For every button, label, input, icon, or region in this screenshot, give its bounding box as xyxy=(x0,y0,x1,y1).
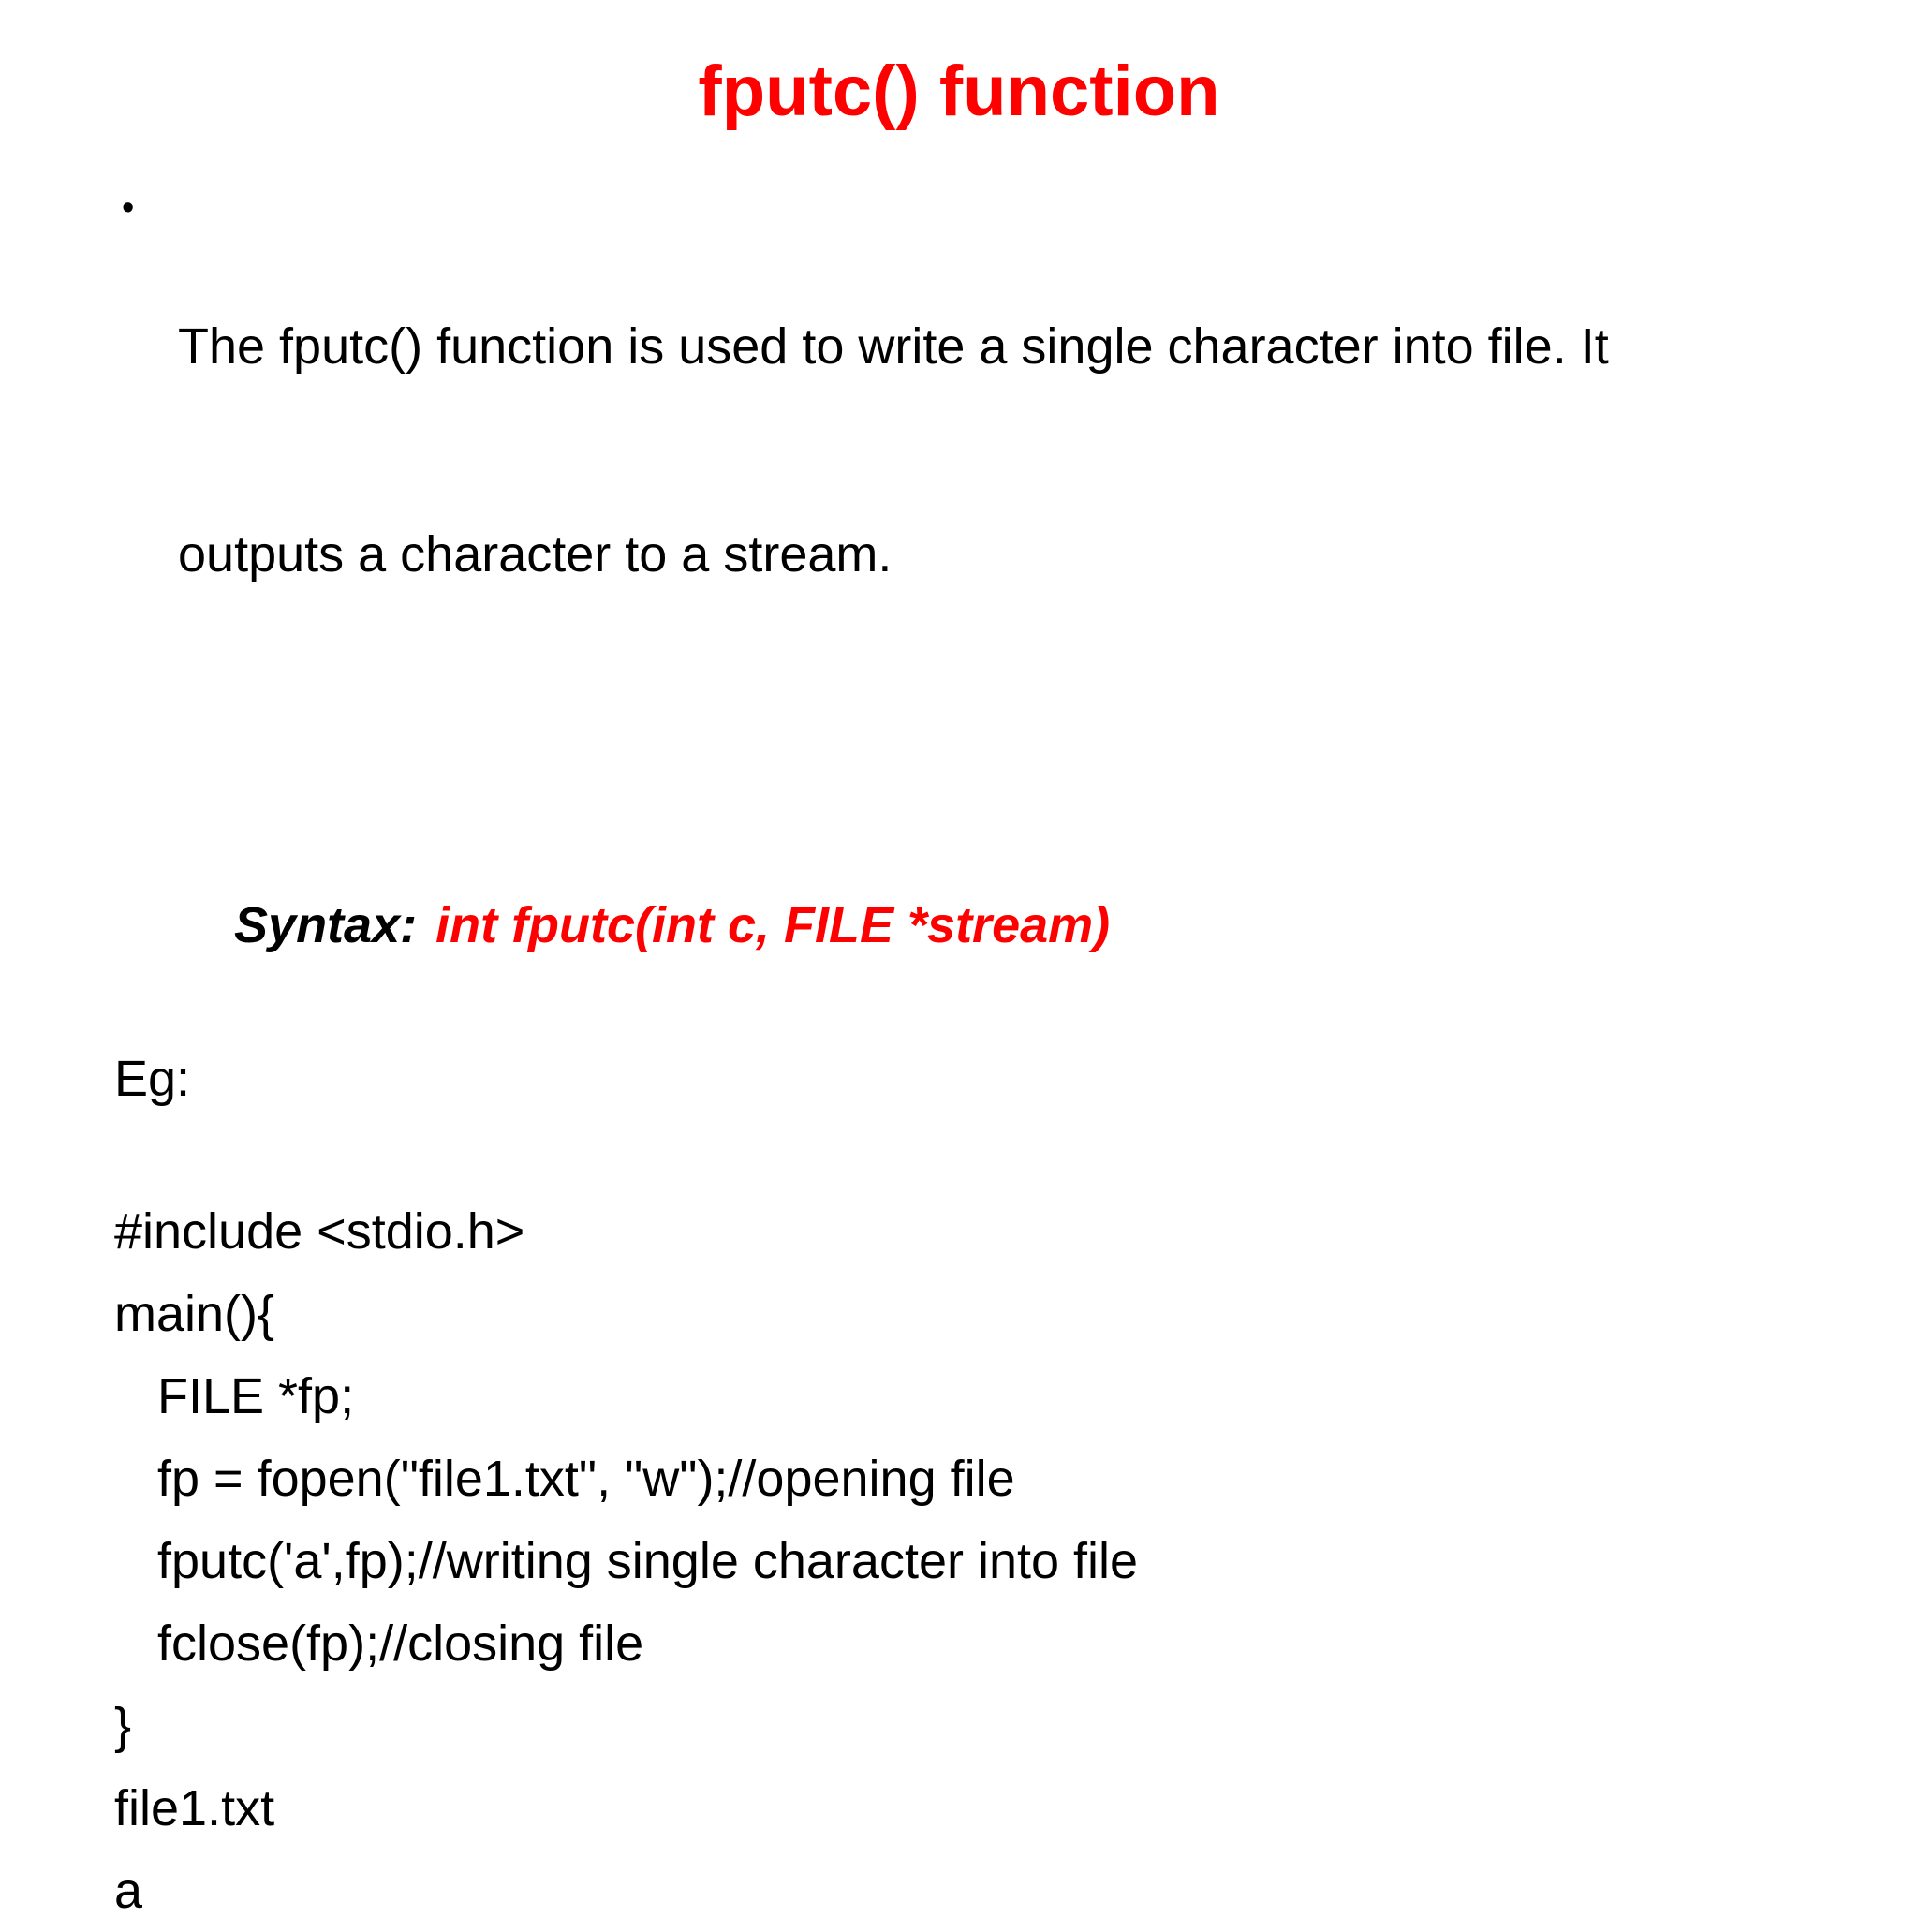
code-line-fputc: fputc('a',fp);//writing single character… xyxy=(157,1533,1139,1590)
code-line-closing-brace: } xyxy=(114,1698,132,1755)
bullet-text: The fputc() function is used to write a … xyxy=(178,173,1609,728)
syntax-code: int fputc(int c, FILE *stream) xyxy=(435,897,1111,954)
code-block: #include <stdio.h> main(){ FILE *fp; fp … xyxy=(0,1190,1918,1932)
slide-title: fputc() function xyxy=(698,52,1220,131)
syntax-label: Syntax: xyxy=(234,897,418,954)
code-line-fclose: fclose(fp);//closing file xyxy=(157,1615,644,1673)
bullet-icon: • xyxy=(122,188,135,229)
code-line-fopen: fp = fopen("file1.txt", "w");//opening f… xyxy=(157,1451,1015,1508)
example-label: Eg: xyxy=(114,1051,191,1108)
output-file-name: file1.txt xyxy=(114,1780,275,1837)
bullet-item: • The fputc() function is used to write … xyxy=(122,173,1918,728)
syntax-line: Syntax: int fputc(int c, FILE *stream) xyxy=(178,821,1918,1029)
code-line-include: #include <stdio.h> xyxy=(114,1203,525,1261)
code-line-main: main(){ xyxy=(114,1286,275,1343)
code-line-file-decl: FILE *fp; xyxy=(157,1368,355,1425)
slide: fputc() function • The fputc() function … xyxy=(114,52,1918,1919)
bullet-line-1: The fputc() function is used to write a … xyxy=(178,318,1609,376)
bullet-line-2: outputs a character to a stream. xyxy=(178,526,893,583)
output-file-content: a xyxy=(114,1863,143,1920)
